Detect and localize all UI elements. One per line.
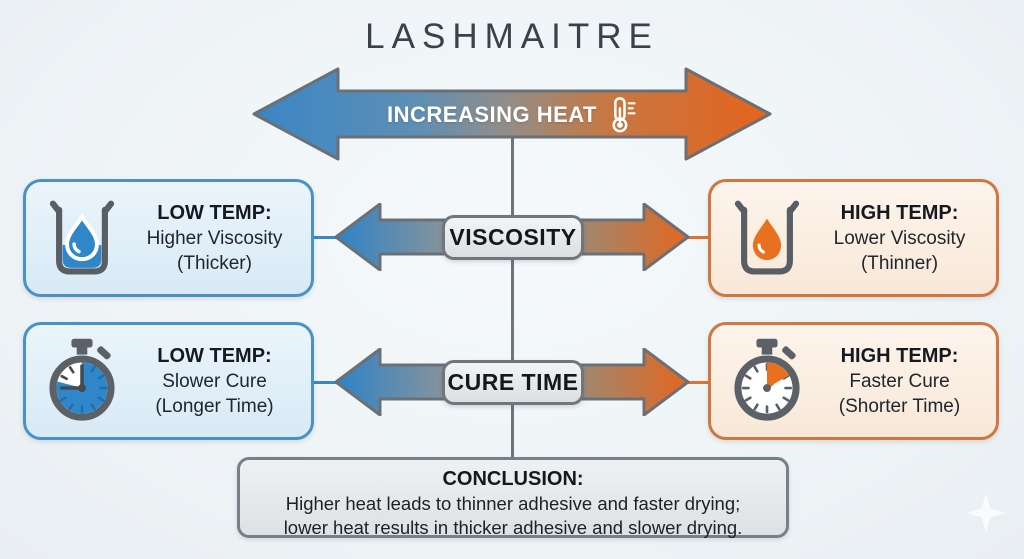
stopwatch-blue-icon — [49, 338, 115, 421]
card-text: HIGH TEMP: Lower Viscosity (Thinner) — [811, 200, 988, 276]
beaker-droplet-blue-icon — [49, 200, 115, 275]
arrow-left-cold — [334, 348, 451, 416]
conclusion-line-1: Higher heat leads to thinner adhesive an… — [285, 493, 741, 514]
temp-heading: LOW TEMP: — [157, 345, 272, 367]
card-high-temp-cure: HIGH TEMP: Faster Cure (Shorter Time) — [708, 322, 999, 440]
temp-heading: HIGH TEMP: — [840, 202, 959, 224]
increasing-heat-arrow — [252, 67, 772, 161]
arrow-right-hot — [573, 348, 690, 416]
card-text: LOW TEMP: Slower Cure (Longer Time) — [126, 343, 303, 419]
effect-detail: (Shorter Time) — [838, 396, 961, 417]
card-low-temp-cure: LOW TEMP: Slower Cure (Longer Time) — [23, 322, 314, 440]
temp-heading: LOW TEMP: — [157, 202, 272, 224]
cure-time-arrows — [334, 348, 690, 416]
thermometer-icon — [612, 97, 636, 133]
connector-line-hot-viscosity — [684, 236, 714, 239]
viscosity-label-pill: VISCOSITY — [442, 215, 584, 260]
conclusion-line-2: lower heat results in thicker adhesive a… — [283, 517, 743, 538]
increasing-heat-label: INCREASING HEAT — [387, 102, 597, 127]
temp-heading: HIGH TEMP: — [840, 345, 959, 367]
connector-line-cold-cure — [306, 381, 340, 384]
stopwatch-orange-icon — [734, 338, 800, 421]
conclusion-heading: CONCLUSION: — [442, 468, 584, 490]
card-text: LOW TEMP: Higher Viscosity (Thicker) — [126, 200, 303, 276]
card-high-temp-viscosity: HIGH TEMP: Lower Viscosity (Thinner) — [708, 179, 999, 297]
effect-detail: (Thicker) — [177, 253, 252, 274]
sparkle-icon — [966, 493, 1006, 533]
card-text: HIGH TEMP: Faster Cure (Shorter Time) — [811, 343, 988, 419]
effect-line: Lower Viscosity — [833, 228, 966, 249]
increasing-heat-label-group: INCREASING HEAT — [252, 90, 772, 140]
beaker-droplet-orange-icon — [734, 200, 800, 275]
effect-detail: (Thinner) — [860, 253, 939, 274]
arrow-right-hot — [573, 203, 690, 271]
connector-line-cold-viscosity — [306, 236, 340, 239]
cure-time-label-pill: CURE TIME — [442, 360, 584, 405]
brand-title: LASHMAITRE — [365, 17, 659, 56]
effect-line: Slower Cure — [162, 371, 267, 392]
double-headed-arrow-shape — [252, 67, 772, 161]
arrow-left-cold — [334, 203, 451, 271]
center-divider-line — [511, 138, 514, 459]
card-low-temp-viscosity: LOW TEMP: Higher Viscosity (Thicker) — [23, 179, 314, 297]
connector-line-hot-cure — [684, 381, 714, 384]
conclusion-box: CONCLUSION: Higher heat leads to thinner… — [237, 457, 789, 538]
effect-line: Higher Viscosity — [146, 228, 283, 249]
effect-detail: (Longer Time) — [155, 396, 274, 417]
effect-line: Faster Cure — [849, 371, 950, 392]
